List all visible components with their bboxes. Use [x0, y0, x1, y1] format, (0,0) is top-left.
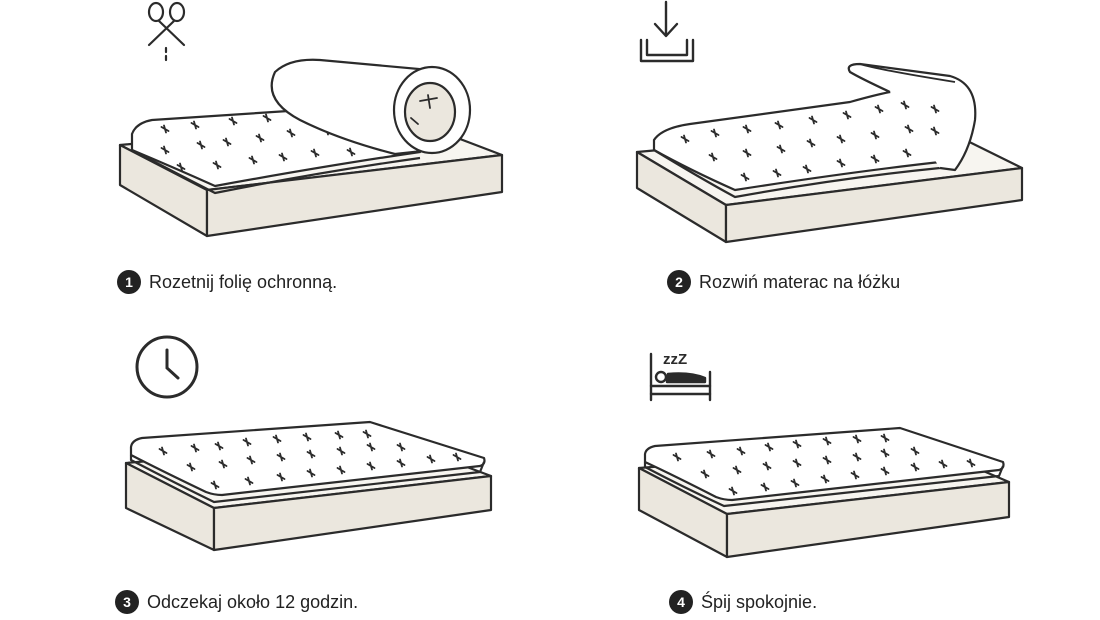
step-1-text: Rozetnij folię ochronną. — [149, 272, 338, 292]
step-3-caption: 3 Odczekaj około 12 godzin. — [115, 590, 358, 614]
step-1-number-badge: 1 — [117, 270, 141, 294]
step-1-caption: 1 Rozetnij folię ochronną. — [117, 270, 337, 294]
step-2-text: Rozwiń materac na łóżku — [699, 272, 901, 292]
sleeping-bed-icon: zzZ — [649, 351, 712, 402]
clock-icon — [135, 335, 199, 399]
step-2-caption: 2 Rozwiń materac na łóżku — [667, 270, 900, 294]
topper-4 — [643, 426, 1005, 508]
rolled-topper — [270, 58, 472, 156]
download-tray-icon — [639, 0, 695, 63]
step-4-text: Śpij spokojnie. — [701, 592, 818, 612]
step-2-number-badge: 2 — [667, 270, 691, 294]
step-4-number-badge: 4 — [669, 590, 693, 614]
sleep-z-letters: zzZ — [663, 351, 687, 368]
step-3-number-badge: 3 — [115, 590, 139, 614]
topper-2 — [652, 62, 977, 199]
scissors-icon — [147, 1, 186, 62]
topper-3 — [129, 420, 486, 504]
step-4-caption: 4 Śpij spokojnie. — [669, 590, 817, 614]
step-3-text: Odczekaj około 12 godzin. — [147, 592, 359, 612]
